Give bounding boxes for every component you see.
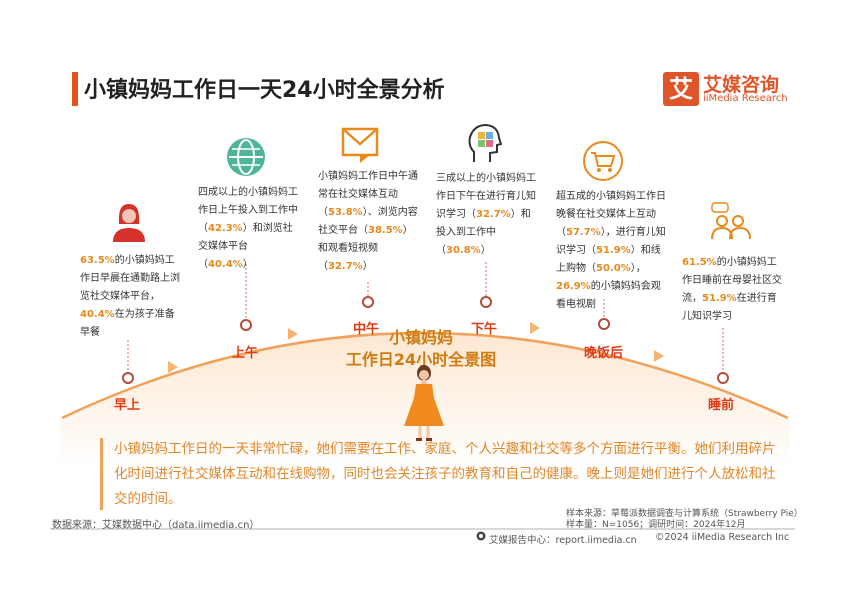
block-text: 在为孩子准备早餐	[80, 309, 175, 338]
pct: 40.4%	[80, 309, 115, 320]
block-text: ），进行育儿知识学习（	[556, 227, 666, 256]
block-text: 小镇妈妈工作日中午通常在社交媒体互动（	[318, 171, 418, 218]
block-text: 的小镇妈妈工作日早晨在通勤路上浏览社交媒体平台，	[80, 255, 180, 302]
dot-noon	[362, 296, 374, 308]
head-puzzle-icon	[468, 123, 502, 162]
period-afternoon: 下午	[471, 322, 498, 337]
block-text: 超五成的小镇妈妈工作日晚餐在社交媒体上互动（	[556, 191, 666, 238]
chat-people-icon	[711, 202, 751, 240]
pct: 63.5%	[80, 255, 115, 266]
pct: 51.9%	[702, 293, 737, 304]
report-logo-icon	[476, 531, 486, 541]
summary-text: 小镇妈妈工作日的一天非常忙碌，她们需要在工作、家庭、个人兴趣和社交等多个方面进行…	[114, 441, 776, 507]
dot-bedtime	[717, 372, 729, 384]
period-morning: 早上	[114, 398, 141, 413]
diagram-title-line2: 工作日24小时全景图	[345, 350, 497, 369]
block-text: ）和投入到工作中（	[436, 209, 531, 256]
brand-logo-name: 艾媒咨询	[703, 74, 780, 96]
block-noon: 小镇妈妈工作日中午通常在社交媒体互动（53.8%）、浏览内容社交平台（38.5%…	[318, 168, 418, 276]
block-text: 的小镇妈妈工作日睡前在母婴社区交流，	[682, 257, 782, 304]
block-text: ）和浏览社交媒体平台（	[198, 223, 293, 270]
block-text: ）	[480, 245, 491, 256]
block-text: ）	[242, 259, 253, 270]
footer-sample-size: 样本量：N=1056；调研时间：2024年12月	[566, 520, 746, 530]
dot-morning	[122, 372, 134, 384]
pct: 50.0%	[596, 263, 631, 274]
pct: 32.7%	[476, 209, 511, 220]
block-after-dinner: 超五成的小镇妈妈工作日晚餐在社交媒体上互动（57.7%），进行育儿知识学习（51…	[556, 188, 666, 314]
period-bedtime: 睡前	[708, 398, 735, 413]
block-text: 的小镇妈妈会观看电视剧	[556, 281, 661, 310]
dot-after-dinner	[598, 318, 610, 330]
woman-figure-icon	[404, 365, 444, 441]
pct: 32.7%	[328, 261, 363, 272]
pct: 26.9%	[556, 281, 591, 292]
diagram-title: 小镇妈妈 工作日24小时全景图	[341, 327, 501, 371]
block-forenoon: 四成以上的小镇妈妈工作日上午投入到工作中（42.3%）和浏览社交媒体平台（40.…	[198, 184, 298, 274]
shopping-cart-icon	[583, 141, 623, 181]
period-noon: 中午	[353, 322, 380, 337]
block-text: 三成以上的小镇妈妈工作日下午在进行育儿知识学习（	[436, 173, 536, 220]
page-title: 小镇妈妈工作日一天24小时全景分析	[84, 78, 445, 103]
title-accent-bar	[72, 72, 78, 106]
pct: 53.8%	[328, 207, 363, 218]
footer-data-source: 数据来源：艾媒数据中心（data.iimedia.cn）	[52, 520, 260, 531]
footer-sample-source: 样本来源：草莓派数据调查与计算系统（Strawberry Pie）	[566, 509, 803, 519]
block-text: ）和线上购物（	[556, 245, 661, 274]
block-text: 四成以上的小镇妈妈工作日上午投入到工作中（	[198, 187, 298, 234]
pct: 42.3%	[208, 223, 243, 234]
woman-avatar-icon	[113, 204, 145, 242]
dot-afternoon	[480, 296, 492, 308]
block-text: ）	[362, 261, 373, 272]
pct: 61.5%	[682, 257, 717, 268]
block-text: ）、浏览内容社交平台（	[318, 207, 418, 236]
pct: 40.4%	[208, 259, 243, 270]
pct: 38.5%	[368, 225, 403, 236]
block-bedtime: 61.5%的小镇妈妈工作日睡前在母婴社区交流，51.9%在进行育儿知识学习	[682, 254, 786, 326]
diagram-title-line1: 小镇妈妈	[388, 328, 453, 347]
block-text: ），	[630, 263, 646, 274]
pct: 51.9%	[596, 245, 631, 256]
block-text: ）和观看短视频（	[318, 225, 413, 272]
period-after-dinner: 晚饭后	[584, 346, 624, 361]
brand-logo-name-en: iiMedia Research	[703, 93, 788, 104]
footer-report-site[interactable]: 艾媒报告中心：report.iimedia.cn	[489, 535, 637, 546]
block-afternoon: 三成以上的小镇妈妈工作日下午在进行育儿知识学习（32.7%）和投入到工作中（30…	[436, 170, 536, 260]
envelope-icon	[341, 127, 379, 163]
period-forenoon: 上午	[232, 346, 259, 361]
footer-copyright: ©2024 iiMedia Research Inc	[655, 532, 790, 543]
block-morning: 63.5%的小镇妈妈工作日早晨在通勤路上浏览社交媒体平台， 40.4%在为孩子准备…	[80, 252, 184, 342]
globe-icon	[227, 138, 265, 176]
block-text: 在进行育儿知识学习	[682, 293, 777, 322]
brand-logo-mark: 艾	[663, 72, 699, 106]
pct: 30.8%	[446, 245, 481, 256]
dot-forenoon	[240, 319, 252, 331]
pct: 57.7%	[566, 227, 601, 238]
